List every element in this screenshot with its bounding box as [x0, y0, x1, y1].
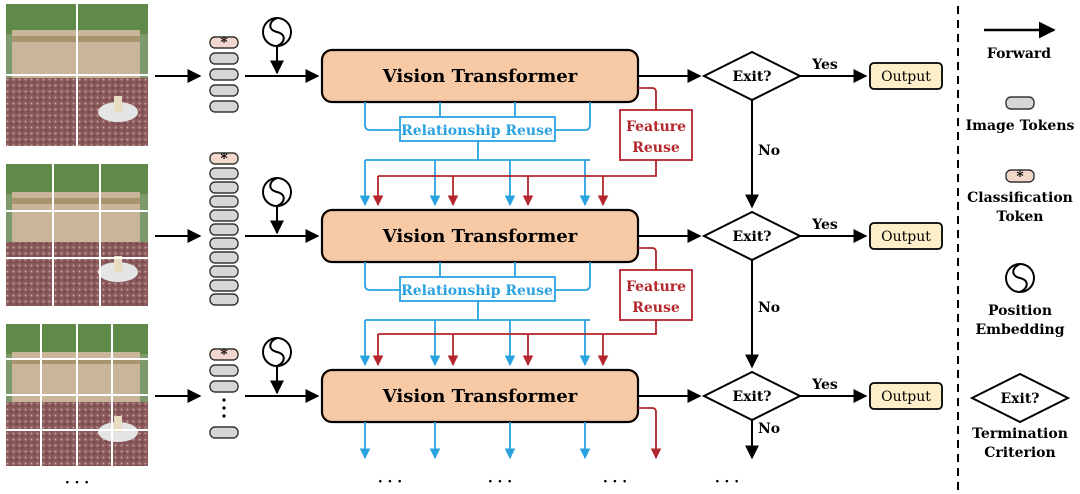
image-token [209, 426, 239, 439]
layer-ellipsis: · · · [488, 474, 512, 490]
svg-text:Relationship Reuse: Relationship Reuse [401, 123, 553, 139]
image-token [209, 251, 239, 264]
vision-transformer-block-2: Vision Transformer [320, 208, 640, 264]
svg-text:Termination: Termination [972, 426, 1068, 442]
images-ellipsis: · · · [65, 475, 89, 491]
relationship-reuse-label-1: Relationship Reuse [399, 116, 556, 142]
yes-label-2: Yes [811, 217, 838, 233]
relationship-reuse-connector-1 [359, 102, 591, 207]
image-token [209, 68, 239, 81]
yes-label-3: Yes [811, 377, 838, 393]
svg-text:Token: Token [997, 209, 1044, 225]
yes-label-1: Yes [811, 57, 838, 73]
legend-classification-token: * Classification Token [967, 169, 1073, 225]
svg-text:Exit?: Exit? [732, 69, 771, 85]
legend-termination-criterion: Exit? Termination Criterion [969, 372, 1071, 461]
position-embedding-icon [262, 17, 292, 75]
svg-text:Output: Output [881, 229, 931, 245]
image-token [209, 380, 239, 393]
svg-text:Reuse: Reuse [632, 140, 680, 156]
exit-decision-1: Exit? [701, 50, 803, 102]
token-stack-2: * [209, 151, 239, 306]
layer-ellipsis: · · · [715, 474, 739, 490]
exit-decision-3: Exit? [701, 370, 803, 422]
vision-transformer-block-3: Vision Transformer [320, 368, 640, 424]
feature-reuse-label-2: Feature Reuse [619, 269, 693, 321]
svg-text:*: * [220, 347, 228, 363]
legend-forward: Forward [984, 21, 1056, 62]
svg-text:Criterion: Criterion [984, 445, 1055, 461]
svg-text:Reuse: Reuse [632, 300, 680, 316]
image-token [209, 181, 239, 194]
image-token [209, 100, 239, 113]
position-embedding-icon [262, 177, 292, 235]
output-box-1: Output [869, 62, 943, 90]
input-image-2 [6, 164, 148, 306]
legend-position-embedding: Position Embedding [975, 263, 1065, 338]
svg-text:Embedding: Embedding [975, 322, 1064, 338]
input-image-3 [6, 324, 148, 466]
classification-token [209, 348, 239, 361]
image-token [209, 364, 239, 377]
image-token [209, 167, 239, 180]
input-image-1 [6, 4, 148, 146]
classification-token [209, 152, 239, 165]
svg-text:Vision Transformer: Vision Transformer [382, 226, 578, 247]
svg-text:Output: Output [881, 389, 931, 405]
svg-text:Exit?: Exit? [732, 229, 771, 245]
position-embedding-icon [262, 337, 292, 395]
svg-text:Exit?: Exit? [732, 389, 771, 405]
output-box-2: Output [869, 222, 943, 250]
layer-ellipsis: · · · [378, 474, 402, 490]
feature-reuse-connector-2 [372, 247, 657, 367]
vision-transformer-block-1: Vision Transformer [320, 48, 640, 104]
relationship-reuse-label-2: Relationship Reuse [399, 276, 556, 302]
feature-reuse-connector-1 [372, 87, 657, 207]
no-label-1: No [758, 143, 780, 159]
output-box-3: Output [869, 382, 943, 410]
image-token [209, 293, 239, 306]
svg-text:Relationship Reuse: Relationship Reuse [401, 283, 553, 299]
classification-token [209, 36, 239, 49]
svg-text:*: * [220, 35, 228, 51]
exit-decision-2: Exit? [701, 210, 803, 262]
legend-image-tokens: Image Tokens [966, 96, 1075, 134]
svg-text:Exit?: Exit? [1000, 391, 1039, 407]
image-token [209, 195, 239, 208]
no-label-3: No [758, 421, 780, 437]
row3-outgoing-arrows [359, 407, 662, 460]
svg-text:Feature: Feature [626, 279, 686, 295]
image-token [209, 84, 239, 97]
image-token [209, 209, 239, 222]
feature-reuse-label-1: Feature Reuse [619, 109, 693, 161]
svg-text:Position: Position [988, 303, 1052, 319]
image-token [209, 223, 239, 236]
layer-ellipsis: · · · [603, 474, 627, 490]
svg-text:Classification: Classification [967, 190, 1073, 206]
svg-text:Vision Transformer: Vision Transformer [382, 386, 578, 407]
image-token [209, 279, 239, 292]
image-token [209, 237, 239, 250]
relationship-reuse-connector-2 [359, 262, 591, 367]
image-token [209, 52, 239, 65]
svg-text:Vision Transformer: Vision Transformer [382, 66, 578, 87]
svg-text:*: * [1016, 169, 1024, 185]
svg-text:Output: Output [881, 69, 931, 85]
svg-text:Forward: Forward [987, 46, 1051, 62]
token-stack-3: * [209, 347, 239, 439]
token-stack-1: * [209, 35, 239, 113]
image-token [209, 265, 239, 278]
svg-text:Image Tokens: Image Tokens [966, 118, 1075, 134]
no-label-2: No [758, 300, 780, 316]
svg-text:Feature: Feature [626, 119, 686, 135]
svg-text:*: * [220, 151, 228, 167]
